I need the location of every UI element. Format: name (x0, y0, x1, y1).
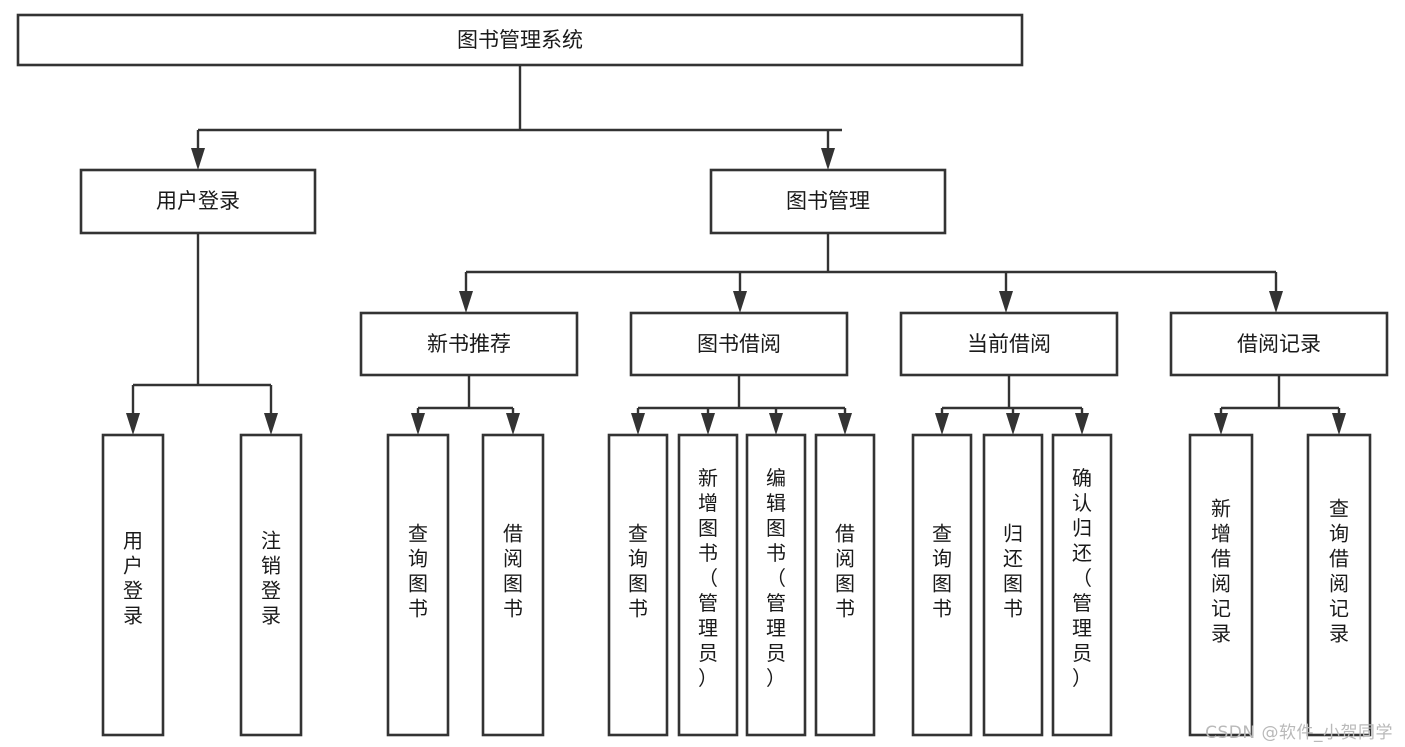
node-borrow-record[interactable]: 借阅记录 (1169, 311, 1389, 377)
node-leaf-bb-borrow-book-label: 借阅图书 (835, 522, 855, 621)
arrowhead-leaf-user-login (126, 413, 140, 435)
node-leaf-cb-query-book[interactable]: 查询图书 (911, 433, 973, 737)
node-leaf-cb-confirm-return[interactable]: 确认归还（管理员） (1051, 433, 1113, 737)
node-leaf-nbr-borrow-book-box[interactable] (481, 433, 545, 737)
node-current-borrow-label: 当前借阅 (967, 332, 1051, 356)
arrowhead-current-borrow (999, 291, 1013, 313)
node-leaf-br-query-record[interactable]: 查询借阅记录 (1306, 433, 1372, 737)
connector-group-current-borrow-children (935, 375, 1089, 435)
node-book-manage-label: 图书管理 (786, 189, 870, 213)
node-leaf-br-add-record-label: 新增借阅记录 (1211, 497, 1231, 646)
node-leaf-logout[interactable]: 注销登录 (239, 433, 303, 737)
node-leaf-cb-return-book[interactable]: 归还图书 (982, 433, 1044, 737)
node-leaf-cb-confirm-return-label: 确认归还（管理员） (1072, 466, 1092, 690)
arrowhead-bb-edit-book (769, 413, 783, 435)
node-leaf-cb-return-book-label: 归还图书 (1003, 522, 1023, 621)
arrowhead-user-login (191, 148, 205, 170)
node-user-login-box[interactable] (79, 168, 317, 235)
node-new-book-recommend-box[interactable] (359, 311, 579, 377)
node-new-book-recommend-label: 新书推荐 (427, 332, 511, 356)
node-leaf-bb-add-book[interactable]: 新增图书（管理员） (677, 433, 739, 737)
connector-group-user-login-children (126, 233, 278, 435)
node-current-borrow[interactable]: 当前借阅 (899, 311, 1119, 377)
node-leaf-nbr-query-book[interactable]: 查询图书 (386, 433, 450, 737)
node-leaf-br-query-record-label: 查询借阅记录 (1329, 497, 1349, 646)
node-leaf-cb-query-book-box[interactable] (911, 433, 973, 737)
node-new-book-recommend[interactable]: 新书推荐 (359, 311, 579, 377)
connector-group-root-to-level2 (191, 65, 842, 170)
node-leaf-logout-box[interactable] (239, 433, 303, 737)
node-leaf-nbr-borrow-book-label: 借阅图书 (503, 522, 523, 621)
node-leaf-bb-add-book-label: 新增图书（管理员） (698, 466, 718, 690)
arrowhead-cb-confirm-return (1075, 413, 1089, 435)
node-root-system[interactable]: 图书管理系统 (16, 13, 1024, 67)
arrowhead-book-manage (821, 148, 835, 170)
node-leaf-user-login-box[interactable] (101, 433, 165, 737)
node-leaf-bb-add-book-box[interactable] (677, 433, 739, 737)
node-leaf-cb-query-book-label: 查询图书 (932, 522, 952, 621)
arrowhead-cb-return-book (1006, 413, 1020, 435)
node-book-manage-box[interactable] (709, 168, 947, 235)
connector-group-new-book-recommend-children (411, 375, 520, 435)
node-leaf-bb-query-book-label: 查询图书 (628, 522, 648, 621)
arrowhead-leaf-logout (264, 413, 278, 435)
node-book-borrow-label: 图书借阅 (697, 332, 781, 356)
node-book-borrow-box[interactable] (629, 311, 849, 377)
node-user-login-label: 用户登录 (156, 189, 240, 213)
arrowhead-new-book-recommend (459, 291, 473, 313)
node-leaf-bb-query-book[interactable]: 查询图书 (607, 433, 669, 737)
node-root-system-box[interactable] (16, 13, 1024, 67)
node-leaf-bb-query-book-box[interactable] (607, 433, 669, 737)
arrowhead-bb-add-book (701, 413, 715, 435)
node-leaf-bb-edit-book-box[interactable] (745, 433, 807, 737)
node-leaf-bb-edit-book[interactable]: 编辑图书（管理员） (745, 433, 807, 737)
node-current-borrow-box[interactable] (899, 311, 1119, 377)
connector-group-borrow-record-children (1214, 375, 1346, 435)
arrowhead-br-add-record (1214, 413, 1228, 435)
node-leaf-br-add-record[interactable]: 新增借阅记录 (1188, 433, 1254, 737)
connector-group-book-borrow-children (631, 375, 852, 435)
node-leaf-logout-label: 注销登录 (261, 529, 281, 628)
connector-group-book-manage-children (459, 233, 1283, 313)
node-leaf-cb-confirm-return-box[interactable] (1051, 433, 1113, 737)
node-leaf-cb-return-book-box[interactable] (982, 433, 1044, 737)
arrowhead-cb-query-book (935, 413, 949, 435)
node-book-borrow[interactable]: 图书借阅 (629, 311, 849, 377)
node-borrow-record-label: 借阅记录 (1237, 332, 1321, 356)
node-borrow-record-box[interactable] (1169, 311, 1389, 377)
node-leaf-user-login[interactable]: 用户登录 (101, 433, 165, 737)
arrowhead-nbr-borrow-book (506, 413, 520, 435)
node-leaf-br-query-record-box[interactable] (1306, 433, 1372, 737)
arrowhead-br-query-record (1332, 413, 1346, 435)
arrowhead-bb-query-book (631, 413, 645, 435)
node-leaf-user-login-label: 用户登录 (123, 529, 143, 628)
node-book-manage[interactable]: 图书管理 (709, 168, 947, 235)
node-leaf-bb-borrow-book[interactable]: 借阅图书 (814, 433, 876, 737)
node-leaf-bb-edit-book-label: 编辑图书（管理员） (766, 466, 786, 690)
csdn-watermark: CSDN @软件_小贺同学 (1205, 723, 1393, 743)
node-leaf-bb-borrow-book-box[interactable] (814, 433, 876, 737)
arrowhead-book-borrow (733, 291, 747, 313)
node-user-login[interactable]: 用户登录 (79, 168, 317, 235)
arrowhead-nbr-query-book (411, 413, 425, 435)
arrowhead-bb-borrow-book (838, 413, 852, 435)
node-leaf-nbr-query-book-label: 查询图书 (408, 522, 428, 621)
node-leaf-br-add-record-box[interactable] (1188, 433, 1254, 737)
arrowhead-borrow-record (1269, 291, 1283, 313)
node-leaf-nbr-query-book-box[interactable] (386, 433, 450, 737)
node-leaf-nbr-borrow-book[interactable]: 借阅图书 (481, 433, 545, 737)
node-root-system-label: 图书管理系统 (457, 28, 583, 52)
